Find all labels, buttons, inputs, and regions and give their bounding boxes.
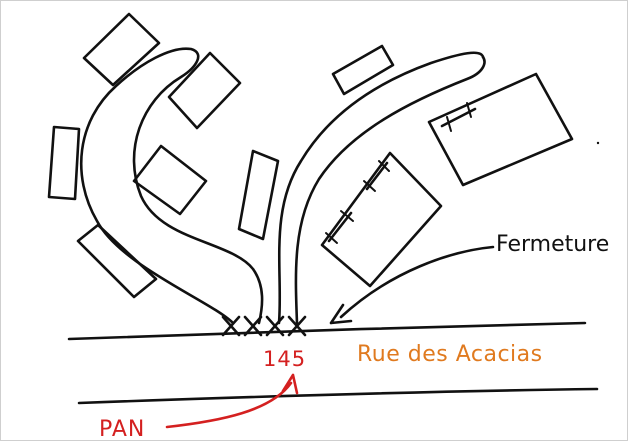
building-top-right-small (331, 44, 395, 96)
building-bottom-left (76, 223, 158, 299)
closure-mark-2 (365, 161, 389, 191)
pan-arrowhead (281, 373, 299, 395)
closure-mark-3 (327, 211, 353, 243)
fermeture-arrow (339, 245, 495, 319)
pan-label: PAN (99, 417, 146, 442)
closure-tick-1a (446, 116, 452, 132)
fermeture-arrowhead (329, 303, 353, 325)
closure-tick-3b (340, 210, 354, 222)
building-top-left (82, 12, 161, 87)
driveway-left-outer (79, 47, 264, 325)
building-center-right (237, 149, 280, 241)
building-mid-top (167, 51, 242, 130)
closure-tick-3a (325, 232, 338, 244)
building-left (47, 125, 81, 201)
building-right-large (427, 72, 574, 187)
street-line-top (67, 321, 587, 341)
closure-tick-1b (466, 102, 472, 118)
building-center (132, 144, 208, 216)
closure-tick-2a (363, 180, 376, 192)
fermeture-label: Fermeture (496, 232, 610, 257)
closure-tick-2b (378, 160, 390, 172)
driveway-right-inner (294, 55, 486, 325)
stray-dot (596, 141, 600, 145)
driveway-right-outer (277, 51, 485, 325)
street-line-bottom (77, 387, 599, 405)
pan-arrow (165, 381, 293, 429)
house-number-label: 145 (263, 347, 307, 371)
street-name-label: Rue des Acacias (357, 342, 543, 367)
pan-cross-marks (221, 315, 307, 337)
